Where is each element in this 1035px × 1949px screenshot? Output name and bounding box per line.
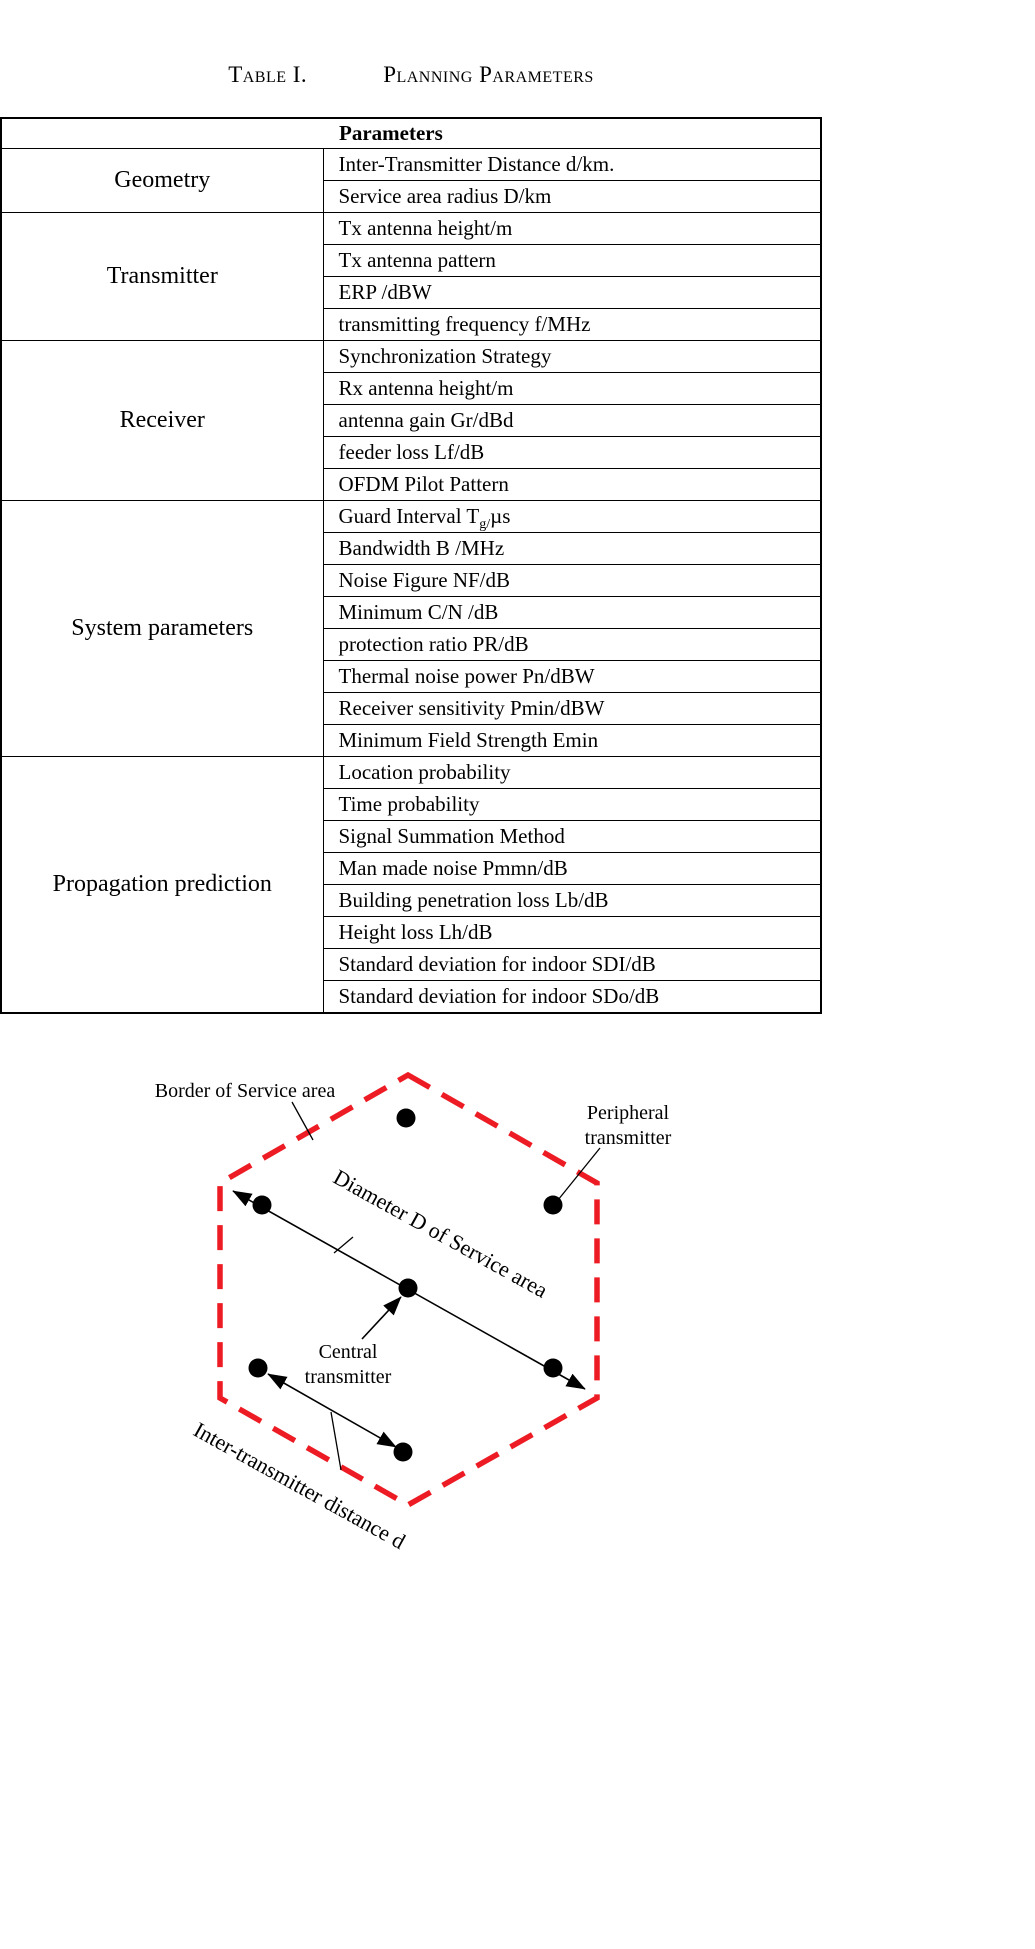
table-caption-label: Table I. [228, 62, 308, 87]
service-area-border [217, 1071, 600, 1509]
param-cell: Building penetration loss Lb/dB [322, 884, 822, 917]
table-caption-title: Planning Parameters [383, 62, 594, 87]
param-cell: antenna gain Gr/dBd [322, 404, 822, 437]
param-cell: Tx antenna height/m [322, 212, 822, 245]
param-cell: Signal Summation Method [322, 820, 822, 853]
param-cell: Bandwidth B /MHz [322, 532, 822, 565]
param-cell: Noise Figure NF/dB [322, 564, 822, 597]
param-cell: Receiver sensitivity Pmin/dBW [322, 692, 822, 725]
param-cell: Man made noise Pmmn/dB [322, 852, 822, 885]
table-row: Standard deviation for indoor SDo/dB [1, 980, 822, 1014]
category-cell-receiver: Receiver [0, 340, 324, 501]
table-row: Service area radius D/km [1, 180, 822, 213]
diameter-leader-line [333, 1236, 354, 1254]
param-cell: Tx antenna pattern [322, 244, 822, 277]
diameter-label: Diameter D of Service area [329, 1164, 552, 1303]
inter-transmitter-arrow [267, 1373, 397, 1448]
param-cell: OFDM Pilot Pattern [322, 468, 822, 501]
table-row: protection ratio PR/dB [1, 628, 822, 661]
table-row: Signal Summation Method [1, 820, 822, 853]
service-area-figure: Border of Service area Peripheral transm… [0, 1040, 1035, 1620]
peripheral-transmitter-label-line2: transmitter [585, 1127, 672, 1149]
param-cell: Thermal noise power Pn/dBW [322, 660, 822, 693]
table-row: Propagation prediction Location probabil… [0, 756, 822, 1014]
table-row: Height loss Lh/dB [1, 916, 822, 949]
param-cell: Standard deviation for indoor SDI/dB [322, 948, 822, 981]
table-row: Minimum C/N /dB [1, 596, 822, 629]
param-cell: ERP /dBW [322, 276, 822, 309]
transmitter-dot-top [396, 1108, 416, 1128]
transmitter-dot-bottom [393, 1442, 413, 1462]
param-cell: protection ratio PR/dB [322, 628, 822, 661]
inter-transmitter-leader-line [330, 1411, 342, 1471]
category-cell-propagation-prediction: Propagation prediction [0, 756, 324, 1014]
table-header-row: Parameters [0, 117, 822, 149]
guard-sub: g/ [479, 517, 491, 533]
diameter-arrow [232, 1190, 586, 1390]
param-cell: Synchronization Strategy [322, 340, 822, 373]
param-cell: Height loss Lh/dB [322, 916, 822, 949]
peripheral-transmitter-label-line1: Peripheral [587, 1102, 670, 1124]
table-row: ERP /dBW [1, 276, 822, 309]
table-row: Noise Figure NF/dB [1, 564, 822, 597]
table-row: Geometry Inter-Transmitter Distance d/km… [0, 148, 822, 213]
border-leader-line [291, 1101, 314, 1141]
table-row: Standard deviation for indoor SDI/dB [1, 948, 822, 981]
guard-post: µs [490, 504, 511, 528]
table-row: Minimum Field Strength Emin [1, 724, 822, 757]
param-cell: Minimum C/N /dB [322, 596, 822, 629]
central-transmitter-arrow [361, 1296, 402, 1340]
category-cell-system-parameters: System parameters [0, 500, 324, 757]
param-cell: Minimum Field Strength Emin [322, 724, 822, 757]
border-of-service-area-label: Border of Service area [155, 1080, 336, 1102]
category-cell-transmitter: Transmitter [0, 212, 324, 341]
category-cell-geometry: Geometry [0, 148, 324, 213]
table-row: System parameters Guard Interval Tg/µs [0, 500, 822, 757]
param-cell: Time probability [322, 788, 822, 821]
planning-parameters-table: Parameters Geometry Inter-Transmitter Di… [0, 117, 822, 1014]
param-cell: Service area radius D/km [322, 180, 822, 213]
param-cell: feeder loss Lf/dB [322, 436, 822, 469]
central-transmitter-dot [398, 1278, 418, 1298]
table-caption: Table I. Planning Parameters [0, 62, 822, 88]
table-row: Receiver Synchronization Strategy [0, 340, 822, 501]
table-header-cell: Parameters [0, 117, 822, 149]
service-area-diagram: Border of Service area Peripheral transm… [155, 1071, 672, 1554]
param-cell: Location probability [322, 756, 822, 789]
param-cell: Rx antenna height/m [322, 372, 822, 405]
central-transmitter-label-line1: Central [319, 1341, 378, 1363]
table-row: Tx antenna pattern [1, 244, 822, 277]
transmitter-dot-lower-left [248, 1358, 268, 1378]
central-transmitter-label-line2: transmitter [305, 1366, 392, 1388]
table-row: Man made noise Pmmn/dB [1, 852, 822, 885]
param-cell: Standard deviation for indoor SDo/dB [322, 980, 822, 1014]
param-cell: transmitting frequency f/MHz [322, 308, 822, 341]
table-row: Transmitter Tx antenna height/m [0, 212, 822, 341]
table-row: antenna gain Gr/dBd [1, 404, 822, 437]
guard-pre: Guard Interval T [338, 504, 480, 528]
param-cell: Inter-Transmitter Distance d/km. [322, 148, 822, 181]
param-cell-guard-interval: Guard Interval Tg/µs [322, 500, 822, 533]
peripheral-leader-line [557, 1147, 601, 1201]
